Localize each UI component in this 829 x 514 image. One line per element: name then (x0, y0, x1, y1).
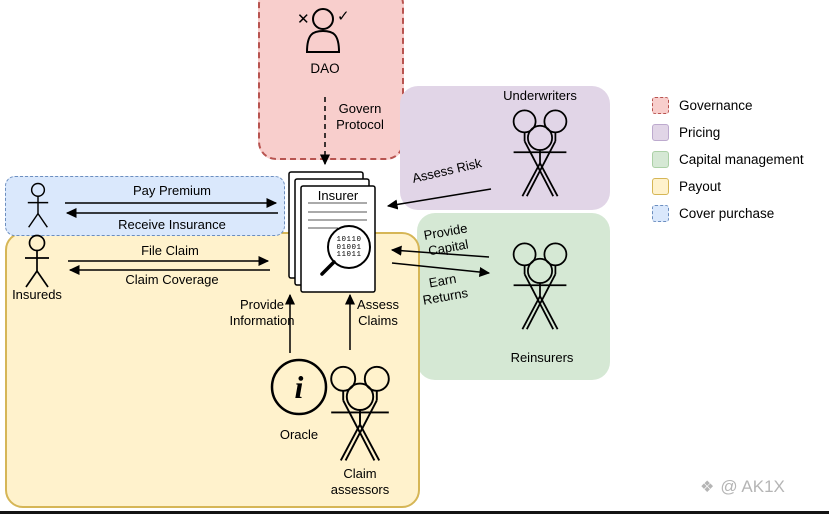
claim-assessors-label: Claim assessors (330, 466, 390, 497)
dao-label: DAO (310, 61, 340, 76)
earn-returns-arrow (391, 262, 491, 278)
claim-assessors-people-icon (330, 365, 390, 462)
capital-management-region (417, 213, 610, 380)
payout-swatch (652, 178, 669, 195)
legend-label: Pricing (679, 125, 721, 140)
govern-protocol-label: Govern Protocol (336, 101, 384, 132)
receive-insurance-label: Receive Insurance (118, 217, 226, 232)
insureds-person-icon (24, 234, 50, 288)
oracle-info-symbol: i (295, 369, 304, 405)
insurer-label: Insurer (317, 188, 359, 203)
watermark-text: @ AK1X (720, 477, 785, 496)
bottom-divider (0, 511, 829, 514)
watermark: ❖ @ AK1X (700, 477, 785, 497)
legend-label: Cover purchase (679, 206, 775, 221)
legend-label: Governance (679, 98, 753, 113)
pricing-swatch (652, 124, 669, 141)
dao-check-icon: ✓ (337, 8, 350, 25)
legend-label: Payout (679, 179, 722, 194)
insurer-binary-code: 10110 01001 11011 (336, 236, 362, 259)
insureds-label: Insureds (12, 287, 62, 302)
insured-person-icon-small (27, 182, 49, 228)
provide-capital-arrow (390, 245, 490, 258)
document-text-lines (308, 202, 367, 229)
assess-claims-label: Assess Claims (357, 297, 399, 328)
dao-cross-icon: ✕ (297, 11, 310, 28)
legend: Governance Pricing Capital management Pa… (652, 97, 804, 232)
assess-risk-arrow (386, 188, 492, 210)
oracle-label: Oracle (279, 427, 319, 442)
legend-item-governance: Governance (652, 97, 804, 114)
underwriters-people-icon (512, 109, 568, 198)
magnifier-icon (320, 225, 371, 276)
legend-item-cover-purchase: Cover purchase (652, 205, 804, 222)
governance-swatch (652, 97, 669, 114)
cover-purchase-swatch (652, 205, 669, 222)
pay-premium-label: Pay Premium (132, 183, 212, 198)
legend-item-capital-management: Capital management (652, 151, 804, 168)
legend-label: Capital management (679, 152, 804, 167)
dao-person-icon (305, 8, 341, 53)
watermark-logo-icon: ❖ (700, 479, 715, 496)
pricing-region (400, 86, 610, 210)
governance-region (258, 0, 404, 160)
legend-item-pricing: Pricing (652, 124, 804, 141)
reinsurers-label: Reinsurers (510, 350, 574, 365)
reinsurers-people-icon (512, 242, 568, 331)
oracle-icon (270, 358, 328, 416)
underwriters-label: Underwriters (503, 88, 577, 103)
cover-purchase-region (5, 176, 285, 236)
file-claim-label: File Claim (141, 243, 199, 258)
claim-coverage-label: Claim Coverage (125, 272, 219, 287)
legend-item-payout: Payout (652, 178, 804, 195)
capital-management-swatch (652, 151, 669, 168)
provide-information-label: Provide Information (229, 297, 295, 328)
